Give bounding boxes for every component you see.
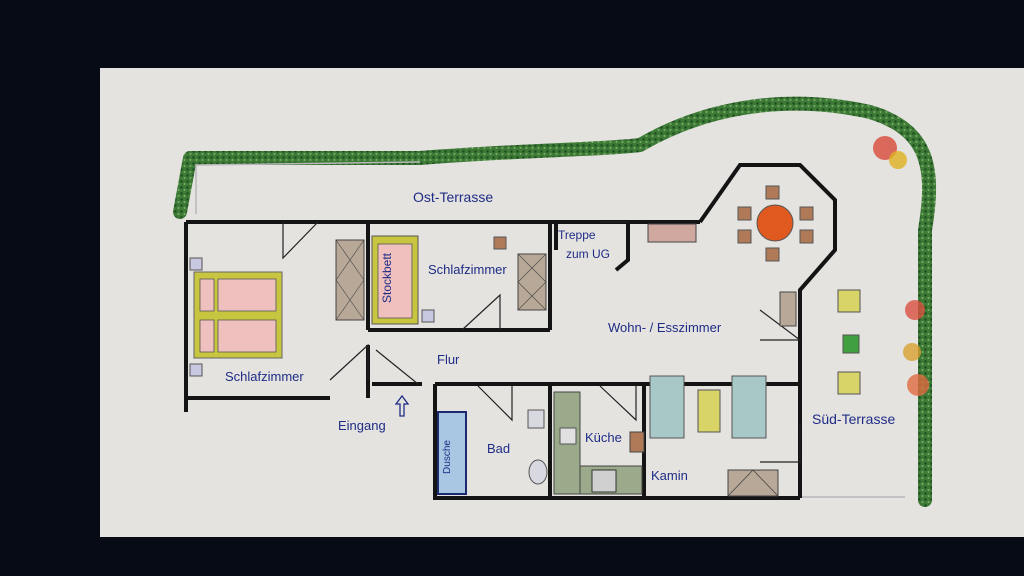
label-kamin: Kamin bbox=[651, 468, 688, 483]
garden-hedge bbox=[173, 96, 937, 507]
terrace-chair bbox=[837, 289, 861, 313]
fireplace bbox=[629, 431, 645, 453]
nightstand bbox=[189, 363, 203, 377]
label-schlafzimmer-links: Schlafzimmer bbox=[225, 369, 304, 384]
label-kueche: Küche bbox=[585, 430, 622, 445]
flower-bush bbox=[873, 136, 897, 160]
flower-bush bbox=[903, 343, 921, 361]
door-swings bbox=[282, 221, 802, 463]
terrace-chair bbox=[837, 371, 861, 395]
double-bed bbox=[193, 271, 283, 359]
nightstand bbox=[189, 257, 203, 271]
shower bbox=[437, 411, 467, 495]
label-eingang: Eingang bbox=[338, 418, 386, 433]
flower-bush bbox=[889, 151, 907, 169]
terrace-boundary bbox=[195, 161, 905, 498]
wardrobe bbox=[335, 239, 365, 321]
bunk-bed bbox=[371, 235, 419, 325]
flower-bush bbox=[905, 300, 925, 320]
label-dusche: Dusche bbox=[441, 440, 453, 474]
label-sued-terrasse: Süd-Terrasse bbox=[812, 411, 896, 427]
dining-set bbox=[737, 185, 814, 262]
wardrobe bbox=[517, 253, 547, 311]
cabinet bbox=[727, 469, 779, 497]
flower-bush bbox=[907, 374, 929, 396]
chair bbox=[493, 236, 507, 250]
sideboard bbox=[779, 291, 797, 327]
label-zum-ug: zum UG bbox=[566, 247, 611, 261]
label-flur: Flur bbox=[437, 352, 460, 367]
stair-landing bbox=[647, 223, 697, 243]
label-schlafzimmer-mitte: Schlafzimmer bbox=[428, 262, 507, 277]
sink bbox=[527, 409, 545, 429]
label-stockbett: Stockbett bbox=[380, 252, 395, 304]
nightstand bbox=[421, 309, 435, 323]
terrace-table bbox=[842, 334, 860, 354]
label-ost-terrasse: Ost-Terrasse bbox=[413, 189, 494, 205]
sofa-group bbox=[649, 375, 767, 439]
label-wohn-esszimmer: Wohn- / Esszimmer bbox=[608, 320, 722, 335]
kitchen-counter bbox=[553, 391, 643, 495]
label-bad: Bad bbox=[487, 441, 511, 456]
toilet bbox=[528, 459, 548, 485]
entrance-arrow-icon bbox=[394, 394, 410, 417]
label-treppe: Treppe bbox=[558, 228, 596, 242]
